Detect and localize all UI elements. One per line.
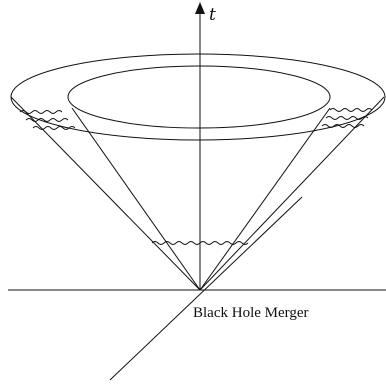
gravitational-waves-left (19, 110, 76, 130)
outer-cone-left-edge (10, 96, 201, 291)
gravitational-wave-front (151, 241, 249, 245)
y-axis-line (109, 196, 303, 381)
event-label: Black Hole Merger (193, 305, 309, 321)
inner-cone-rim (67, 65, 331, 129)
time-axis-label: t (209, 5, 216, 25)
outer-cone-rim (10, 53, 386, 141)
wave-line (19, 110, 63, 114)
inner-cone-left-edge (71, 107, 201, 291)
gravitational-waves-right (321, 108, 373, 128)
outer-cone-right-edge (199, 96, 385, 291)
wave-line (25, 118, 69, 122)
inner-cone-right-edge (199, 107, 331, 291)
wave-line (321, 124, 365, 128)
wave-line (325, 116, 369, 120)
wave-line (32, 126, 76, 130)
wave-line (329, 108, 373, 112)
